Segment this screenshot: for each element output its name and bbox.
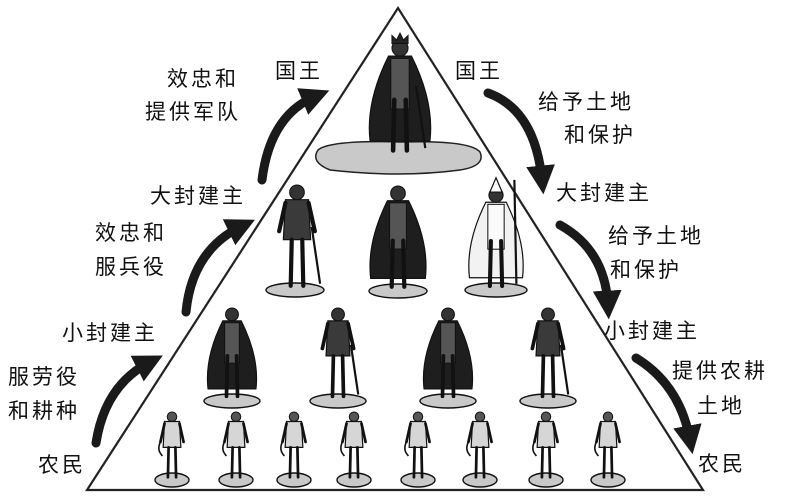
great-lord-figure-1 [277,184,322,288]
king-base [315,140,482,175]
great-lord-figure-2 [369,185,427,289]
arrow-peasant-to-minor-lord [91,355,163,448]
minor-lord-base-2 [309,393,367,409]
peasant-base-1 [154,472,190,488]
label-army-line2: 提供军队 [145,100,241,124]
great-lord-base-2 [368,283,428,299]
label-right-peasant: 农民 [698,452,746,476]
label-right-king: 国王 [455,59,503,83]
figures-layer [154,31,626,488]
label-provide-line1: 提供农耕 [672,359,768,383]
peasant-base-6 [462,472,498,488]
minor-lord-base-1 [203,393,261,409]
label-grant2-line2: 和保护 [610,258,682,282]
arrow-great-to-minor-lord [555,220,622,320]
tier-bases [315,140,482,175]
peasant-figure-2 [222,411,249,479]
label-grant-line1: 给予土地 [538,90,634,114]
peasant-figure-1 [158,411,185,479]
label-army-line1: 效忠和 [167,67,239,91]
right-labels: 国王 给予土地 和保护 大封建主 给予土地 和保护 小封建主 提供农耕 土地 农… [455,59,768,476]
minor-lord-figure-3 [422,307,474,399]
great-lord-base-3 [464,282,528,298]
label-service-line2: 服兵役 [95,255,167,279]
great-lord-base-1 [265,282,325,298]
arrow-great-lord-to-king [257,88,330,185]
minor-lord-base-3 [419,393,477,409]
minor-lord-figure-2 [320,307,360,399]
peasant-base-8 [590,472,626,488]
pyramid-outline [84,5,705,492]
label-right-great-lord: 大封建主 [556,181,652,205]
peasant-figure-3 [280,411,307,479]
label-right-minor-lord: 小封建主 [604,319,700,343]
label-left-peasant: 农民 [38,453,86,477]
peasant-base-3 [276,472,312,488]
peasant-base-5 [400,472,436,488]
peasant-base-4 [336,472,372,488]
arrows [91,88,702,455]
peasant-figure-8 [594,411,621,479]
label-labor-line2: 和耕种 [8,399,80,423]
label-left-king: 国王 [275,59,323,83]
arrow-king-to-great-lord [483,88,555,195]
label-provide-line2: 土地 [697,394,745,418]
label-service-line1: 效忠和 [95,221,167,245]
label-grant2-line1: 给予土地 [608,224,704,248]
minor-lord-base-4 [519,393,577,409]
minor-lord-figure-1 [206,307,258,399]
peasant-figure-5 [404,411,431,479]
label-left-great-lord: 大封建主 [150,184,246,208]
arrow-minor-to-great-lord [181,219,255,317]
left-labels: 国王 效忠和 提供军队 大封建主 效忠和 服兵役 小封建主 服劳役 和耕种 农民 [8,59,323,477]
label-grant-line2: 和保护 [564,123,636,147]
great-lord-figure-3 [468,176,524,288]
peasant-figure-4 [340,411,367,479]
king-figure [368,31,432,153]
label-labor-line1: 服劳役 [8,365,80,389]
peasant-figure-7 [532,411,559,479]
peasant-base-2 [218,472,254,488]
minor-lord-figure-4 [530,307,570,399]
peasant-figure-6 [466,411,493,479]
label-left-minor-lord: 小封建主 [62,321,158,345]
arrow-minor-lord-to-peasant [631,353,702,455]
peasant-base-7 [528,472,564,488]
